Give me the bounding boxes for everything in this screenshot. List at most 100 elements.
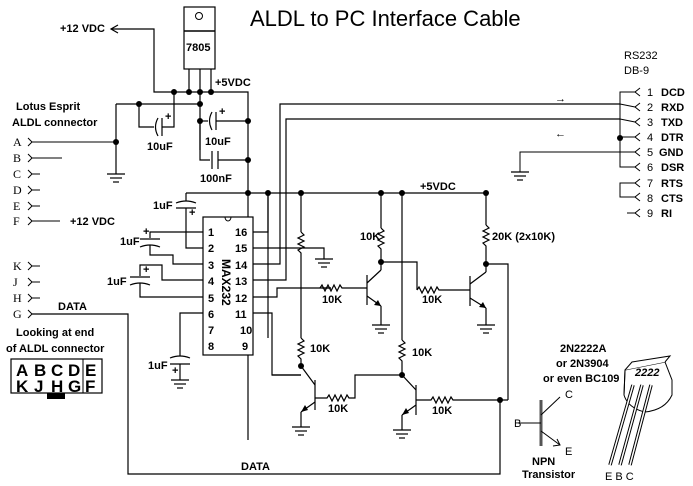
db9-heading-1: RS232 [624, 50, 658, 62]
package-marking: 2222 [634, 367, 659, 379]
aldl-pin-F: F [13, 214, 20, 228]
max232-chip: MAX232 [202, 216, 254, 356]
ground-icon [292, 426, 310, 436]
svg-text:G: G [68, 377, 81, 396]
aldl-pins: A B C D E F K J H G [13, 135, 22, 321]
aldl-pin-B: B [13, 151, 21, 165]
db9-heading-2: DB-9 [624, 65, 649, 77]
db9-pin-3: 3 TXD [634, 117, 683, 129]
svg-text:+: + [165, 111, 171, 123]
svg-text:7: 7 [647, 178, 653, 190]
transistor-note-3: or even BC109 [543, 373, 619, 385]
svg-text:7: 7 [208, 325, 214, 337]
view-caption-2: of ALDL connector [6, 343, 105, 355]
svg-text:F: F [85, 377, 95, 396]
svg-text:3: 3 [647, 117, 653, 129]
ground-icon [372, 324, 390, 334]
svg-text:TXD: TXD [661, 117, 683, 129]
svg-text:RXD: RXD [661, 102, 684, 114]
svg-text:DCD: DCD [661, 87, 685, 99]
arrow-left-icon: ← [555, 128, 566, 140]
svg-text:3: 3 [208, 260, 214, 272]
c4-label: 1uF [153, 200, 173, 212]
r2-label: 10K [322, 294, 342, 306]
svg-text:E: E [85, 361, 96, 380]
npn-caption-2: Transistor [522, 469, 576, 481]
svg-text:9: 9 [647, 208, 653, 220]
r6-label: 10K [328, 403, 348, 415]
db9-pin-5: 5 GND [634, 147, 684, 159]
c6-label: 1uF [107, 276, 127, 288]
aldl-pin-D: D [13, 183, 22, 197]
to92-package-icon: 2222 E B C [605, 355, 673, 483]
r8-label: 10K [432, 405, 452, 417]
svg-text:8: 8 [647, 193, 653, 205]
aldl-pin-E: E [13, 199, 20, 213]
npn-symbol-icon: C B E [514, 389, 573, 458]
svg-text:B: B [34, 361, 46, 380]
package-pins-label: E B C [605, 471, 634, 483]
svg-text:DTR: DTR [661, 132, 684, 144]
aldl-heading-2: ALDL connector [12, 117, 98, 129]
svg-text:4: 4 [208, 276, 215, 288]
regulator-label: 7805 [186, 42, 210, 54]
r7-label: 10K [412, 347, 432, 359]
aldl-pin-C: C [13, 167, 21, 181]
transistor-q1 [366, 262, 382, 307]
ic-name: MAX232 [219, 259, 233, 306]
svg-text:4: 4 [647, 132, 653, 144]
svg-text:16: 16 [235, 227, 247, 239]
svg-text:5: 5 [647, 147, 653, 159]
r1-label: 10K [360, 231, 380, 243]
svg-text:GND: GND [659, 147, 684, 159]
aldl-heading-1: Lotus Esprit [16, 101, 81, 113]
svg-text:+: + [189, 207, 195, 219]
aldl-pin-A: A [13, 135, 22, 149]
c5-label: 1uF [120, 236, 140, 248]
reg-5vdc-label: +5VDC [215, 77, 251, 89]
svg-text:CTS: CTS [661, 193, 683, 205]
f-12vdc-label: +12 VDC [70, 216, 115, 228]
svg-text:8: 8 [208, 341, 214, 353]
db9-pin-8: 8 CTS [634, 192, 683, 205]
npn-caption-1: NPN [532, 456, 555, 468]
transistor-note-1: 2N2222A [560, 343, 607, 355]
svg-text:14: 14 [235, 260, 248, 272]
ic-right-pins: 16 15 14 13 12 11 10 9 [235, 227, 252, 353]
c1-label: 10uF [147, 141, 173, 153]
svg-text:D: D [68, 361, 80, 380]
svg-text:+: + [172, 365, 178, 377]
db9-pin-9: 9 RI [634, 208, 672, 220]
view-caption-1: Looking at end [16, 327, 94, 339]
r4-label: 20K (2x10K) [492, 231, 555, 243]
ground-icon [477, 324, 495, 334]
svg-text:15: 15 [235, 243, 247, 255]
aldl-pin-K: K [13, 259, 22, 273]
svg-text:RI: RI [661, 208, 672, 220]
c2-label: 10uF [205, 136, 231, 148]
capacitor-c1: + [154, 111, 171, 137]
svg-text:C: C [565, 389, 573, 401]
aldl-pin-H: H [13, 291, 22, 305]
diagram-title: ALDL to PC Interface Cable [250, 6, 521, 31]
aldl-pin-G: G [13, 307, 22, 321]
svg-text:2: 2 [208, 243, 214, 255]
ground-icon [315, 258, 333, 268]
g-data-label: DATA [58, 301, 87, 313]
svg-text:C: C [51, 361, 63, 380]
capacitor-c3 [211, 151, 219, 169]
transistor-q4 [401, 374, 417, 416]
svg-text:1: 1 [208, 227, 214, 239]
ground-icon [171, 379, 189, 389]
r5-label: 10K [310, 343, 330, 355]
aldl-connector-face: A B C D E K J H G F [10, 358, 103, 399]
arrow-right-icon: → [555, 93, 566, 105]
c3-label: 100nF [200, 173, 232, 185]
svg-text:10: 10 [240, 325, 252, 337]
svg-text:B: B [514, 418, 521, 430]
ground-icon [393, 429, 411, 439]
